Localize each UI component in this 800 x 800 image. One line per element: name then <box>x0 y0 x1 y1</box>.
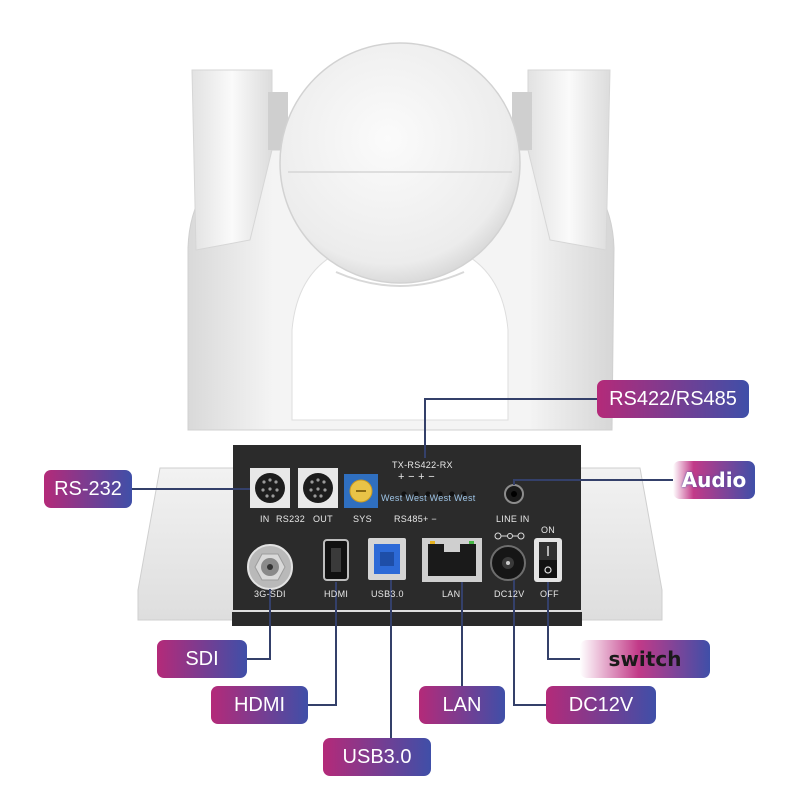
dip-switch-label: West West West West <box>381 493 476 503</box>
base-foot-strip <box>232 612 582 626</box>
callout-hdmi: HDMI <box>211 686 308 724</box>
left-arm <box>191 69 273 251</box>
usb-port-label: USB3.0 <box>371 589 404 599</box>
callout-rs232: RS-232 <box>44 470 132 508</box>
callout-switch: switch <box>580 640 710 678</box>
rs232-in-label: IN <box>260 514 270 524</box>
callout-lan: LAN <box>419 686 505 724</box>
rs232-label: RS232 <box>276 514 306 524</box>
dc-port-label: DC12V <box>494 589 525 599</box>
camera-head <box>279 42 521 284</box>
head-rim <box>335 271 465 287</box>
leader-lines <box>132 398 673 740</box>
line-in-label: LINE IN <box>496 514 530 524</box>
rs485-label: RS485+ − <box>394 514 437 524</box>
rs232-out-label: OUT <box>313 514 333 524</box>
callout-usb3: USB3.0 <box>323 738 431 776</box>
callout-sdi: SDI <box>157 640 247 678</box>
callout-rs422-rs485: RS422/RS485 <box>597 380 749 418</box>
callout-dc12v: DC12V <box>546 686 656 724</box>
power-on-label: ON <box>541 525 556 535</box>
power-off-label: OFF <box>540 589 559 599</box>
sdi-port-label: 3G-SDI <box>254 589 286 599</box>
callout-audio: Audio <box>673 461 755 499</box>
io-panel <box>233 445 581 610</box>
sys-label: SYS <box>353 514 372 524</box>
rs422-polarity-label: + − + − <box>398 471 435 483</box>
hdmi-port-label: HDMI <box>324 589 349 599</box>
lan-port-label: LAN <box>442 589 461 599</box>
tx-rx-label: TX-RS422-RX <box>392 460 453 470</box>
